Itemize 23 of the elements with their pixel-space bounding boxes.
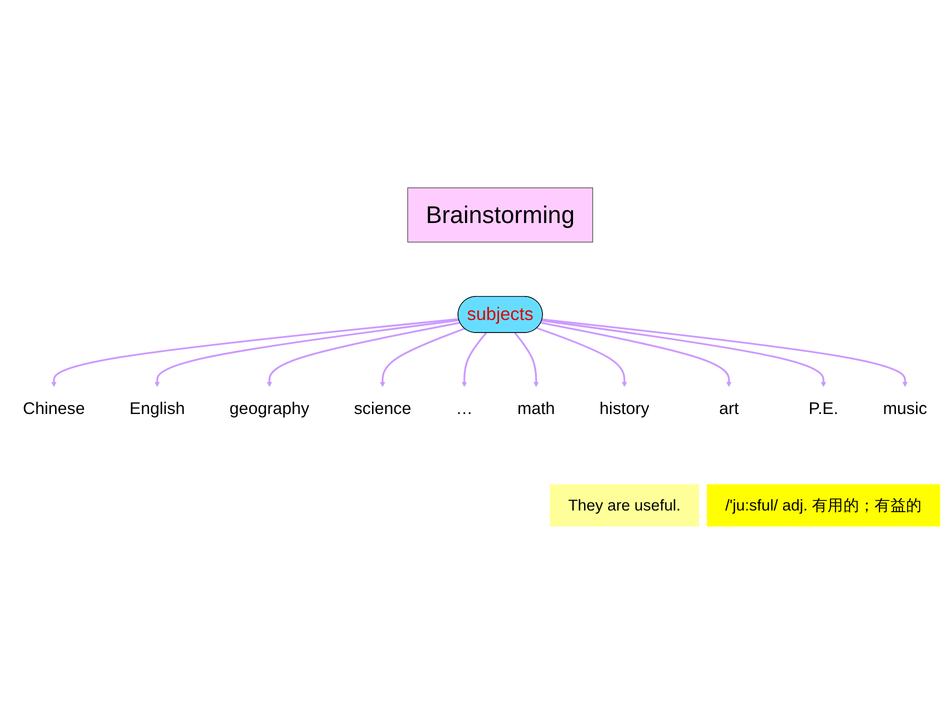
node-text: math [517,398,555,418]
node-text: music [882,398,928,418]
node-text: geography [230,398,310,418]
node-text: English [130,398,185,418]
node-text: history [600,398,650,418]
arrow [266,321,460,387]
arrow [514,332,539,387]
arrow [542,318,908,387]
node-box: Brainstorming [407,187,594,242]
arrow [380,327,465,387]
arrow [51,318,459,387]
arrow [154,318,460,387]
arrow [540,321,732,387]
arrow [536,326,628,387]
node-text: Chinese [22,398,85,418]
node-text: … [456,398,473,418]
node-text: science [354,398,412,418]
node-text: art [719,398,739,418]
arrow [542,319,826,387]
node-box: They are useful. [550,484,700,526]
node-box: /'ju:sful/ adj. 有用的；有益的 [706,484,940,526]
arrow [462,332,487,387]
node-text: P.E. [808,398,838,418]
